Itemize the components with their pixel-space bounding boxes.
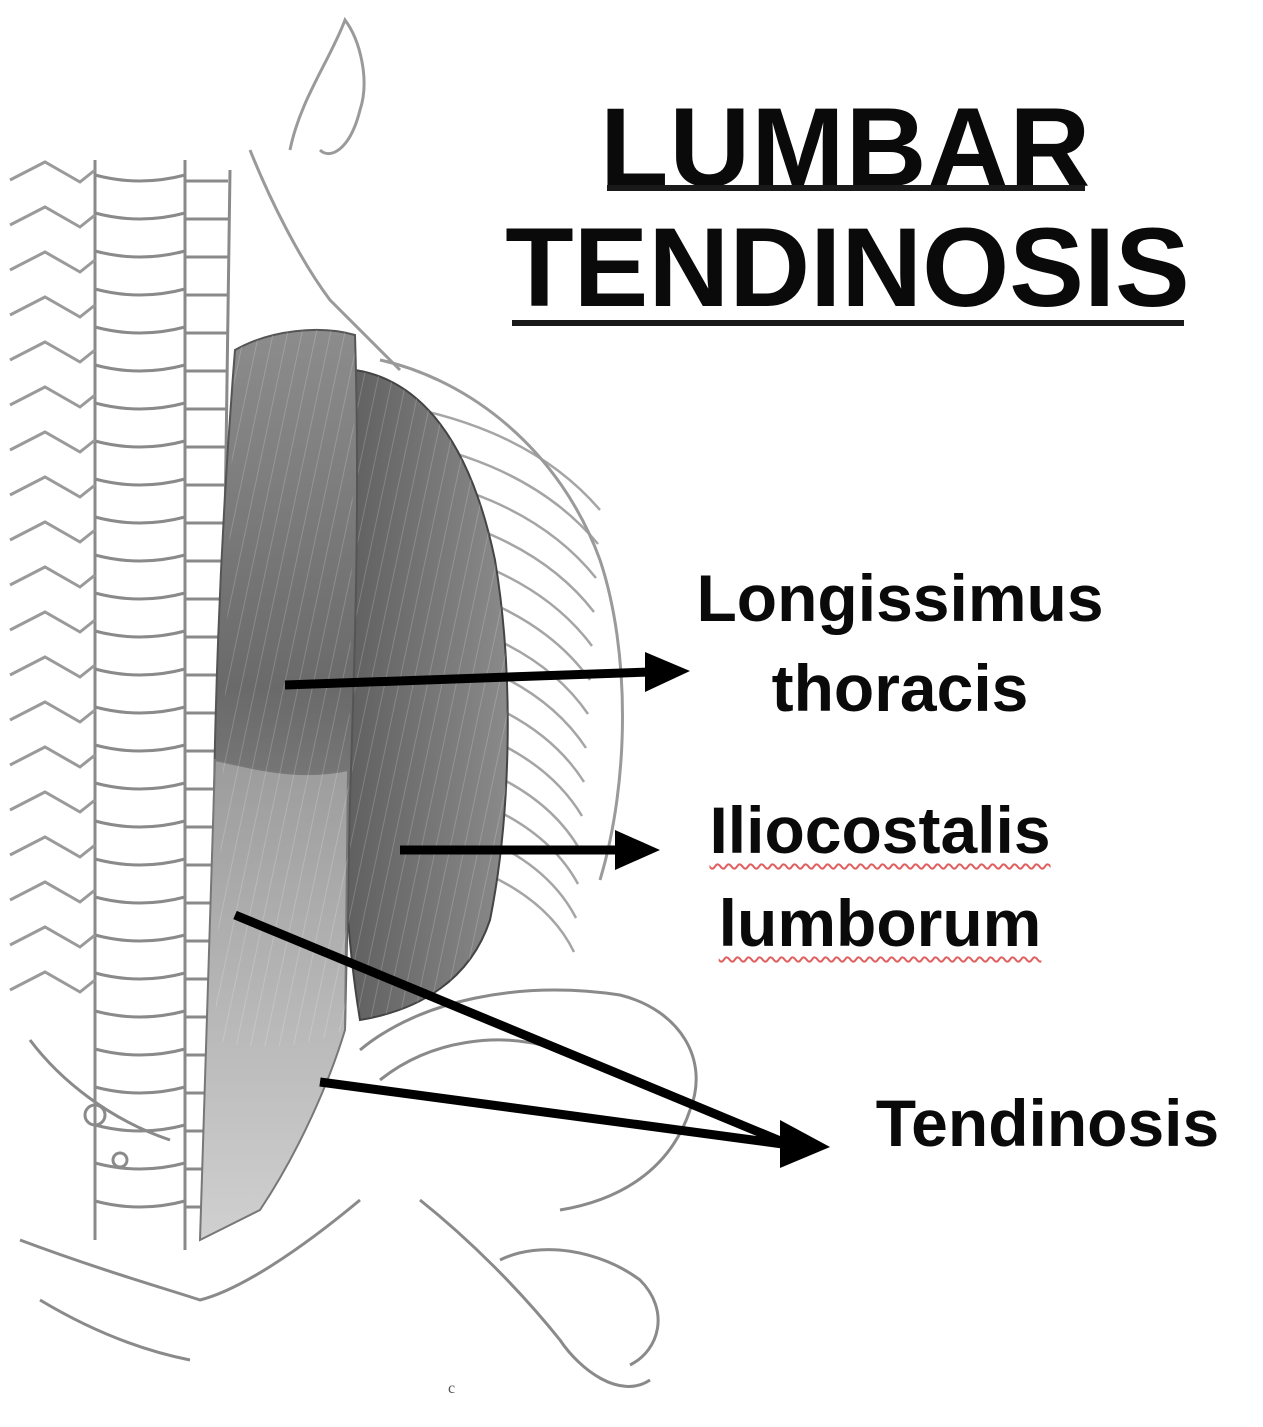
vertebra-line <box>95 783 185 789</box>
left-rib-line <box>10 747 95 767</box>
left-rib-line <box>10 927 95 947</box>
left-rib-line <box>10 882 95 902</box>
vertebra-line <box>95 1201 185 1207</box>
left-rib-line <box>10 702 95 722</box>
title-underline-2 <box>512 320 1184 326</box>
left-rib-line <box>10 342 95 362</box>
vertebra-line <box>95 973 185 979</box>
title-line-2: TENDINOSIS <box>505 212 1190 324</box>
vertebra-line <box>95 251 185 257</box>
left-ribs <box>10 162 95 992</box>
copyright-mark: c <box>448 1380 455 1398</box>
left-rib-line <box>10 972 95 992</box>
label-thoracis: thoracis <box>660 655 1140 721</box>
left-rib-line <box>10 792 95 812</box>
left-rib-line <box>10 162 95 182</box>
label-iliocostalis: Iliocostalis <box>660 797 1100 863</box>
title-underline-1 <box>607 185 1085 191</box>
vertebra-line <box>95 745 185 751</box>
left-rib-line <box>10 612 95 632</box>
vertebra-line <box>95 859 185 865</box>
vertebra-line <box>95 593 185 599</box>
vertebra-line <box>95 1087 185 1093</box>
left-rib-line <box>10 522 95 542</box>
pelvis-outline <box>20 990 696 1386</box>
left-rib-line <box>10 567 95 587</box>
left-rib-line <box>10 432 95 452</box>
left-rib-line <box>10 477 95 497</box>
vertebra-line <box>95 289 185 295</box>
vertebra-line <box>95 213 185 219</box>
vertebra-line <box>95 517 185 523</box>
vertebra-line <box>95 441 185 447</box>
vertebra-line <box>95 1011 185 1017</box>
left-rib-line <box>10 252 95 272</box>
vertebra-line <box>95 327 185 333</box>
vertebra-line <box>95 1163 185 1169</box>
vertebra-line <box>95 631 185 637</box>
left-rib-line <box>10 387 95 407</box>
left-rib-line <box>10 297 95 317</box>
vertebra-line <box>95 403 185 409</box>
label-lumborum-text: lumborum <box>719 886 1042 960</box>
vertebra-line <box>95 479 185 485</box>
vertebra-line <box>95 365 185 371</box>
vertebra-line <box>95 555 185 561</box>
label-iliocostalis-text: Iliocostalis <box>709 793 1050 867</box>
neck-outline <box>250 20 400 370</box>
vertebra-line <box>95 707 185 713</box>
left-rib-line <box>10 837 95 857</box>
vertebra-line <box>95 897 185 903</box>
vertebra-line <box>95 821 185 827</box>
label-lumborum: lumborum <box>660 890 1100 956</box>
vertebra-line <box>95 175 185 181</box>
vertebra-line <box>95 935 185 941</box>
vertebra-line <box>95 669 185 675</box>
left-rib-line <box>10 207 95 227</box>
label-longissimus: Longissimus <box>660 565 1140 631</box>
left-rib-line <box>10 657 95 677</box>
vertebra-line <box>95 1049 185 1055</box>
label-tendinosis: Tendinosis <box>840 1090 1255 1156</box>
